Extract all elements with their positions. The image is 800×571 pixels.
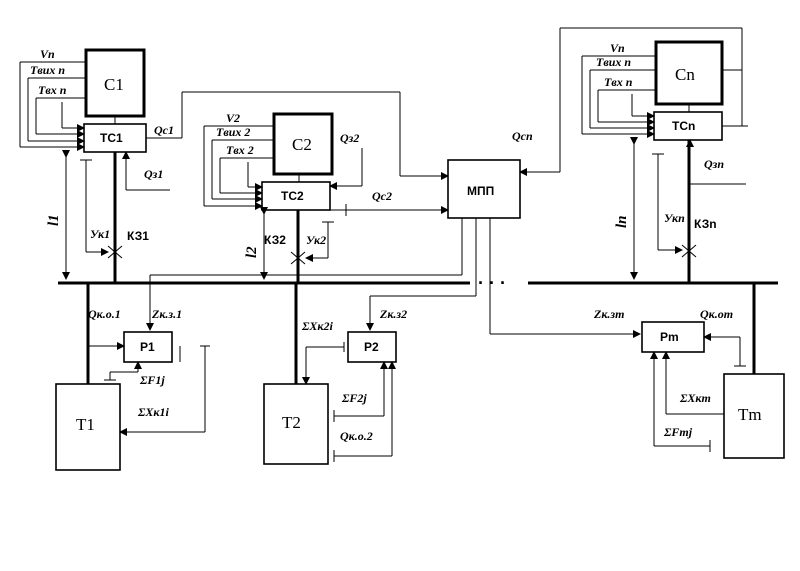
ukn-label: Укn: [664, 211, 685, 225]
v1-label: Vn: [40, 47, 55, 61]
tout2-label: Tвих 2: [216, 125, 250, 139]
tcn-label: TCn: [672, 119, 695, 133]
t2-block: [263, 383, 329, 465]
bus-continuation-dots: · · ·: [478, 273, 506, 293]
qc2-label: Qc2: [372, 189, 392, 203]
kz2-label: КЗ2: [264, 233, 286, 247]
pm-label: Pm: [660, 330, 679, 344]
zkz1-label: Zк.з.1: [151, 307, 182, 321]
p2-block: [347, 331, 397, 363]
l2-label: l2: [244, 246, 260, 258]
v2-label: V2: [226, 111, 240, 125]
l1-label: l1: [46, 214, 62, 226]
ln-label: ln: [614, 215, 630, 228]
sxk1-label: ΣXк1i: [137, 405, 170, 419]
mpp-block: [447, 159, 521, 219]
tin2-label: Tвх 2: [226, 143, 254, 157]
main-bus: · · ·: [58, 273, 778, 293]
qz1-label: Qз1: [144, 167, 163, 181]
lower-section-1: P1 T1 Qк.о.1 Zк.з.1 ΣF1j ΣXк1i: [55, 283, 210, 471]
kzn-label: КЗn: [694, 217, 717, 231]
tinn-label: Tвх n: [604, 75, 633, 89]
section-1: C1 TC1 Vn Tвих n Tвх n Qc1 Qз1: [19, 47, 449, 283]
t2-label: T2: [282, 413, 301, 432]
tout1-label: Tвих n: [30, 63, 65, 77]
c1-block: [84, 48, 146, 118]
section-2: C2 TC2 V2 Tвих 2 Tвх 2 Qз2 Qc2 Ук2 КЗ2: [203, 111, 449, 283]
tm-label: Tm: [738, 405, 762, 424]
qcn-label: Qcn: [512, 129, 533, 143]
vn-label: Vn: [610, 41, 625, 55]
qkom-label: Qк.оm: [700, 307, 733, 321]
lower-section-2: P2 T2 ΣXк2i Zк.з2 ΣF2j Qк.о.2: [263, 283, 407, 465]
kz1-label: КЗ1: [127, 229, 149, 243]
qz2-label: Qз2: [340, 131, 359, 145]
p1-label: P1: [140, 340, 155, 354]
tc1-label: TC1: [100, 131, 123, 145]
c2-block: [272, 112, 334, 176]
t1-block: [55, 383, 121, 471]
lower-section-m: Pm Tm Zк.зm Qк.оm ΣXкm ΣFmj: [593, 283, 785, 459]
cn-label: Cn: [675, 65, 695, 84]
zkz2-label: Zк.з2: [379, 307, 407, 321]
c2-label: C2: [292, 135, 312, 154]
qko2-label: Qк.о.2: [340, 429, 373, 443]
sxkm-label: ΣXкm: [679, 391, 711, 405]
sfm-label: ΣFmj: [663, 425, 693, 439]
qko1-label: Qк.о.1: [88, 307, 121, 321]
toutn-label: Tвих n: [596, 55, 631, 69]
tin1-label: Tвх n: [38, 83, 67, 97]
uk2-label: Ук2: [306, 233, 326, 247]
section-n: Cn TCn Vn Tвих n Tвх n Qcn Qзn: [512, 27, 748, 283]
sxk2-label: ΣXк2i: [301, 319, 334, 333]
c1-label: C1: [104, 75, 124, 94]
tc2-block: [261, 181, 331, 211]
sf2-label: ΣF2j: [341, 391, 367, 405]
qc1-label: Qc1: [154, 123, 174, 137]
zkzm-label: Zк.зm: [593, 307, 624, 321]
qzn-label: Qзn: [704, 157, 724, 171]
t1-label: T1: [76, 415, 95, 434]
sf1-label: ΣF1j: [139, 373, 165, 387]
uk1-label: Ук1: [90, 227, 110, 241]
p2-label: P2: [364, 340, 379, 354]
mpp-section: МПП: [146, 159, 641, 338]
tc2-label: TC2: [281, 189, 304, 203]
tm-block: [723, 373, 785, 459]
mpp-label: МПП: [467, 184, 494, 198]
